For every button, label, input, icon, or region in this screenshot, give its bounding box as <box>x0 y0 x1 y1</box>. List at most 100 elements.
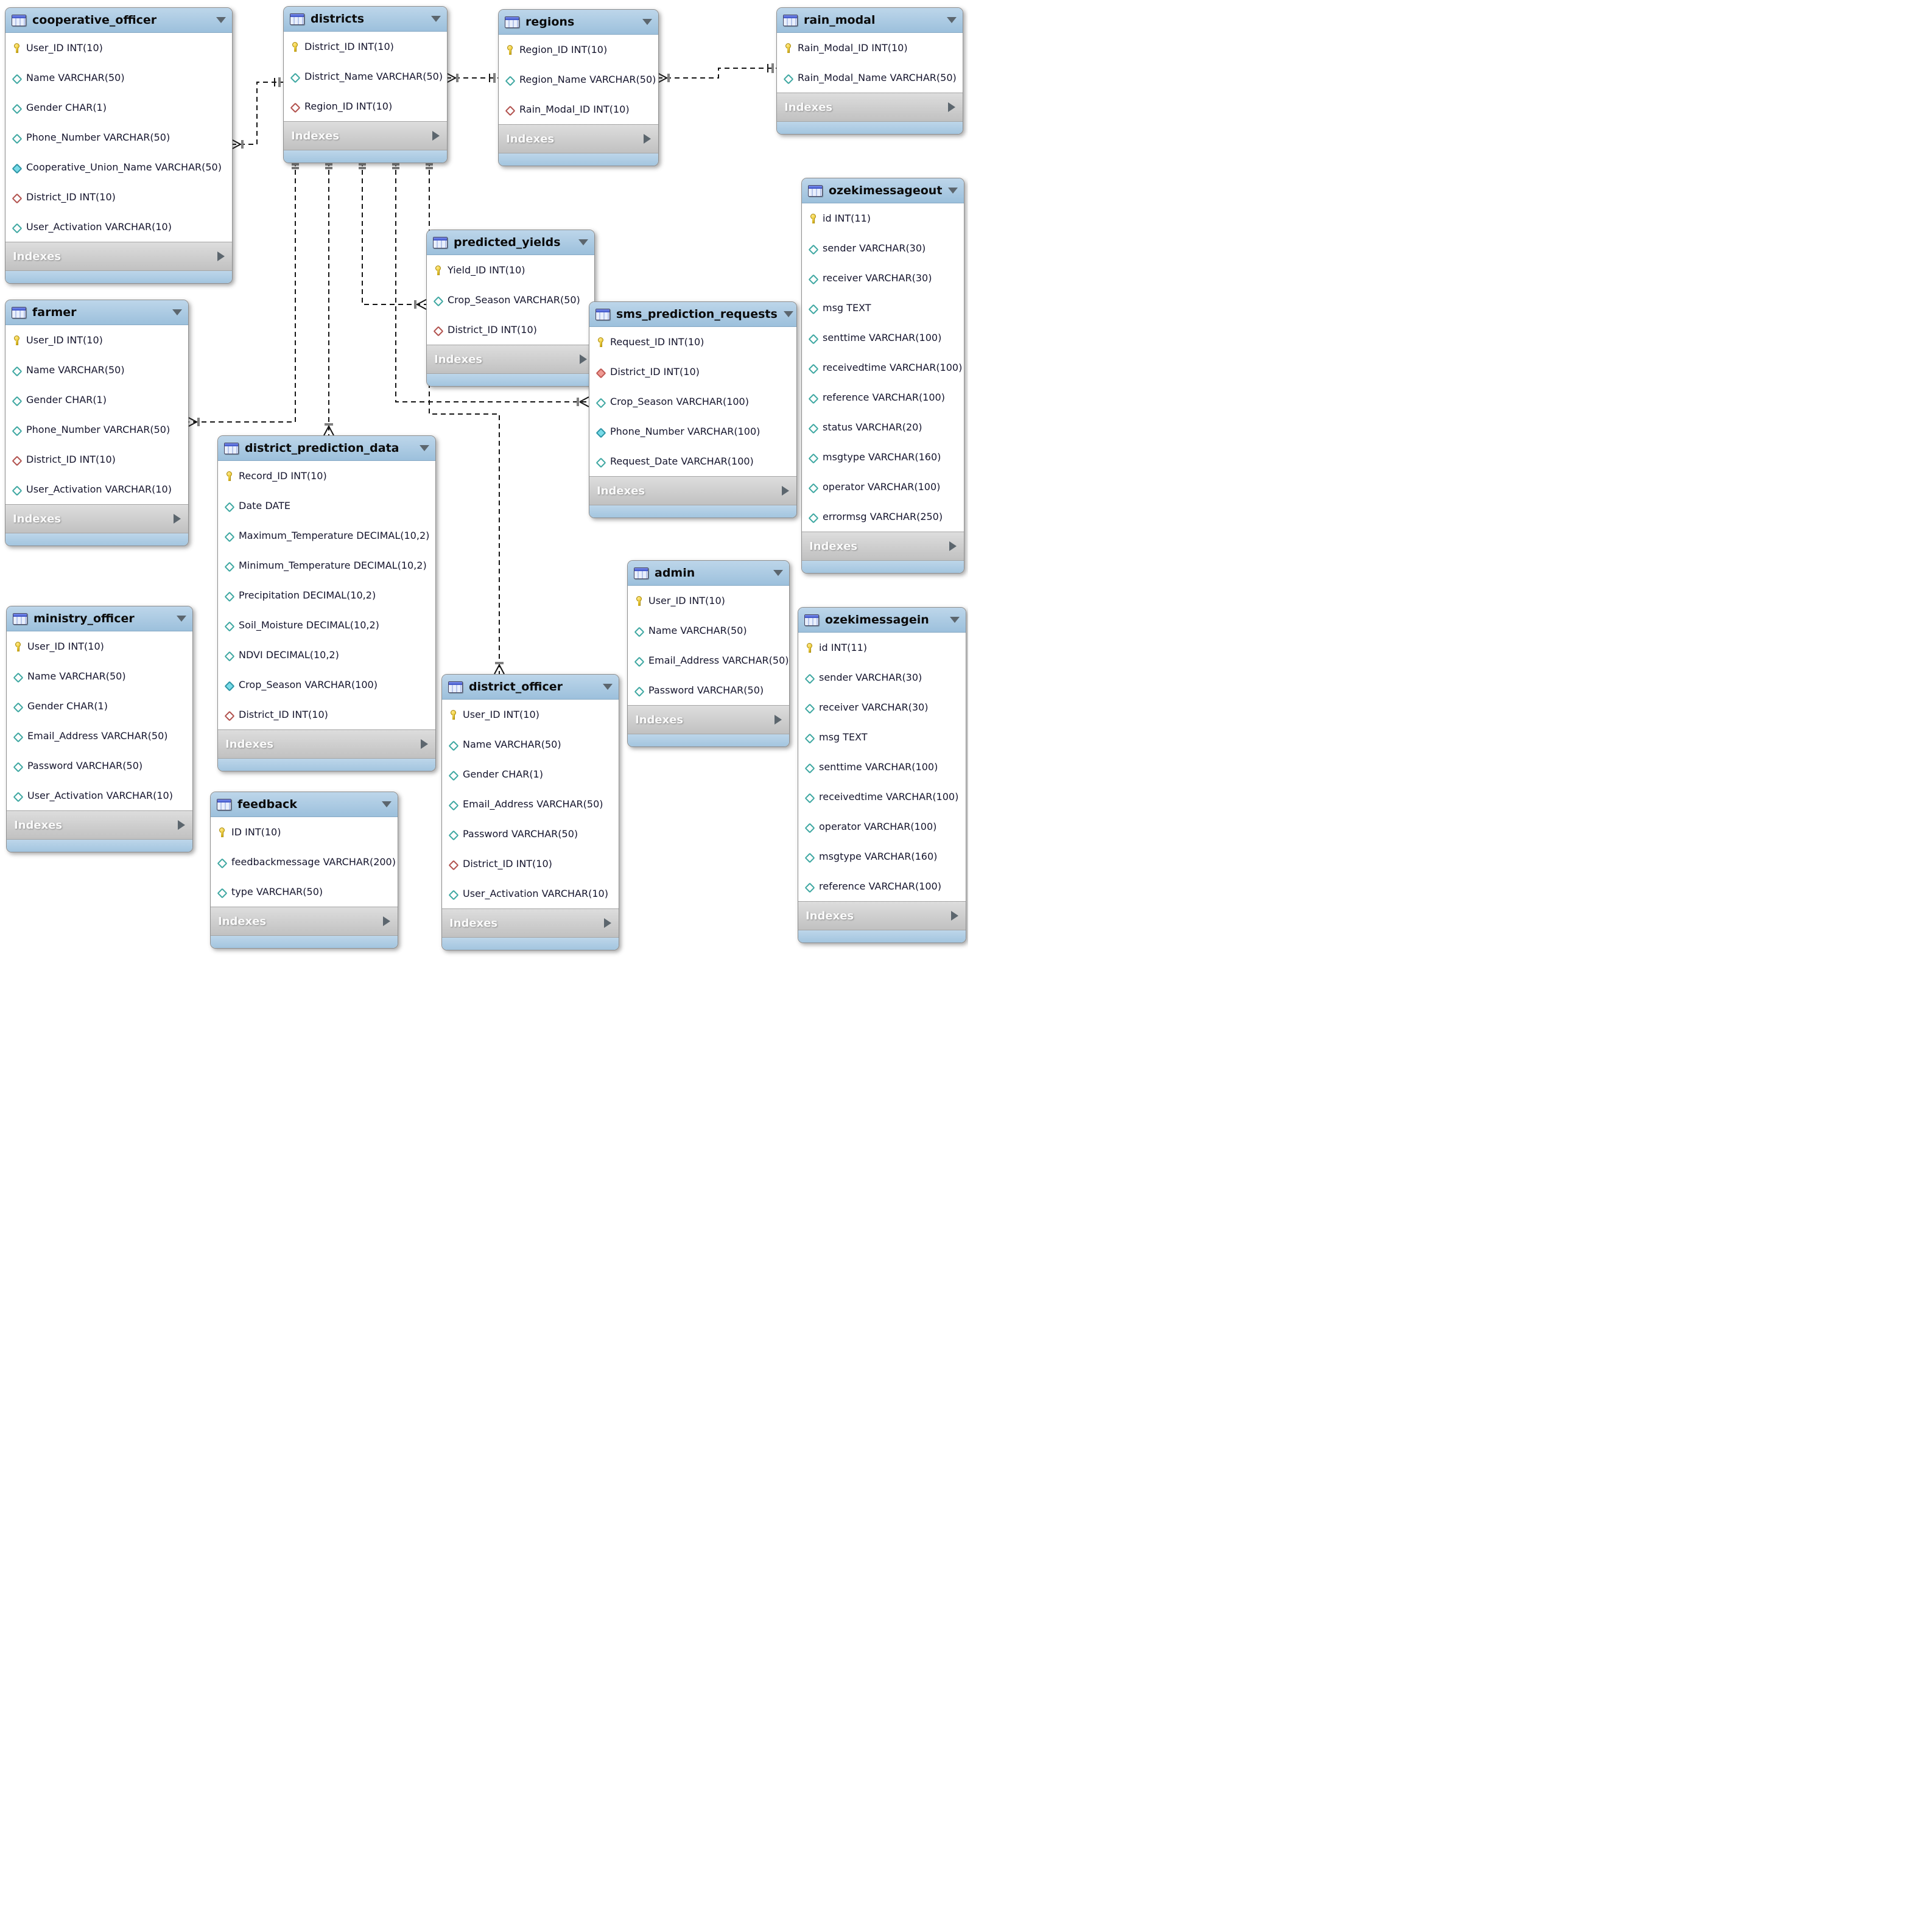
field-row[interactable]: District_ID INT(10) <box>442 849 619 879</box>
table-predicted_yields[interactable]: predicted_yields Yield_ID INT(10) Crop_S… <box>426 230 595 387</box>
table-header[interactable]: admin <box>628 561 789 586</box>
table-header[interactable]: ministry_officer <box>7 606 192 631</box>
field-row[interactable]: Rain_Modal_ID INT(10) <box>499 94 658 124</box>
field-row[interactable]: District_ID INT(10) <box>284 32 447 61</box>
field-row[interactable]: Gender CHAR(1) <box>7 691 192 721</box>
field-row[interactable]: Yield_ID INT(10) <box>427 255 594 285</box>
table-header[interactable]: feedback <box>211 792 398 817</box>
field-row[interactable]: District_Name VARCHAR(50) <box>284 61 447 91</box>
field-row[interactable]: User_ID INT(10) <box>7 631 192 661</box>
field-row[interactable]: Password VARCHAR(50) <box>7 751 192 781</box>
indexes-bar[interactable]: Indexes <box>798 901 966 930</box>
table-header[interactable]: farmer <box>5 300 188 325</box>
field-row[interactable]: receivedtime VARCHAR(100) <box>802 353 964 382</box>
field-row[interactable]: msgtype VARCHAR(160) <box>798 841 966 871</box>
relationship-districts-regions[interactable] <box>446 72 498 83</box>
indexes-bar[interactable]: Indexes <box>777 93 963 122</box>
table-header[interactable]: district_officer <box>442 675 619 700</box>
collapse-arrow-icon[interactable] <box>603 684 613 690</box>
collapse-arrow-icon[interactable] <box>216 17 226 23</box>
field-row[interactable]: sender VARCHAR(30) <box>798 662 966 692</box>
field-row[interactable]: User_ID INT(10) <box>628 586 789 616</box>
table-header[interactable]: districts <box>284 7 447 32</box>
table-header[interactable]: ozekimessagein <box>798 608 966 633</box>
field-row[interactable]: reference VARCHAR(100) <box>802 382 964 412</box>
indexes-bar[interactable]: Indexes <box>628 705 789 734</box>
table-district_officer[interactable]: district_officer User_ID INT(10) Name VA… <box>441 674 619 950</box>
field-row[interactable]: Cooperative_Union_Name VARCHAR(50) <box>5 152 232 182</box>
collapse-arrow-icon[interactable] <box>773 570 783 576</box>
table-rain_modal[interactable]: rain_modal Rain_Modal_ID INT(10) Rain_Mo… <box>776 7 963 135</box>
field-row[interactable]: Gender CHAR(1) <box>5 93 232 122</box>
field-row[interactable]: Region_ID INT(10) <box>499 35 658 65</box>
field-row[interactable]: Gender CHAR(1) <box>442 759 619 789</box>
table-header[interactable]: sms_prediction_requests <box>589 302 796 327</box>
field-row[interactable]: id INT(11) <box>802 203 964 233</box>
field-row[interactable]: operator VARCHAR(100) <box>798 812 966 841</box>
field-row[interactable]: msgtype VARCHAR(160) <box>802 442 964 472</box>
relationship-districts-district_prediction_data[interactable] <box>323 161 334 436</box>
table-districts[interactable]: districts District_ID INT(10) District_N… <box>283 6 448 163</box>
indexes-bar[interactable]: Indexes <box>218 729 435 759</box>
table-ministry_officer[interactable]: ministry_officer User_ID INT(10) Name VA… <box>6 606 193 852</box>
collapse-arrow-icon[interactable] <box>783 311 793 317</box>
collapse-arrow-icon[interactable] <box>948 188 958 194</box>
field-row[interactable]: status VARCHAR(20) <box>802 412 964 442</box>
field-row[interactable]: User_ID INT(10) <box>5 325 188 355</box>
field-row[interactable]: NDVI DECIMAL(10,2) <box>218 640 435 670</box>
collapse-arrow-icon[interactable] <box>947 17 957 23</box>
field-row[interactable]: senttime VARCHAR(100) <box>802 323 964 353</box>
table-feedback[interactable]: feedback ID INT(10) feedbackmessage VARC… <box>210 792 398 949</box>
collapse-arrow-icon[interactable] <box>431 16 441 22</box>
field-row[interactable]: Precipitation DECIMAL(10,2) <box>218 580 435 610</box>
indexes-bar[interactable]: Indexes <box>442 908 619 938</box>
field-row[interactable]: Crop_Season VARCHAR(100) <box>218 670 435 700</box>
field-row[interactable]: Region_ID INT(10) <box>284 91 447 121</box>
field-row[interactable]: Name VARCHAR(50) <box>442 729 619 759</box>
field-row[interactable]: receiver VARCHAR(30) <box>798 692 966 722</box>
table-ozekimessageout[interactable]: ozekimessageout id INT(11) sender VARCHA… <box>801 178 964 574</box>
indexes-bar[interactable]: Indexes <box>5 242 232 271</box>
table-header[interactable]: rain_modal <box>777 8 963 33</box>
field-row[interactable]: Gender CHAR(1) <box>5 385 188 415</box>
table-header[interactable]: cooperative_officer <box>5 8 232 33</box>
table-admin[interactable]: admin User_ID INT(10) Name VARCHAR(50) E… <box>627 560 790 747</box>
field-row[interactable]: Soil_Moisture DECIMAL(10,2) <box>218 610 435 640</box>
table-header[interactable]: ozekimessageout <box>802 178 964 203</box>
field-row[interactable]: sender VARCHAR(30) <box>802 233 964 263</box>
field-row[interactable]: User_Activation VARCHAR(10) <box>7 781 192 810</box>
collapse-arrow-icon[interactable] <box>177 616 186 622</box>
field-row[interactable]: Name VARCHAR(50) <box>628 616 789 645</box>
field-row[interactable]: District_ID INT(10) <box>5 444 188 474</box>
relationship-districts-sms_prediction_requests[interactable] <box>392 161 589 407</box>
field-row[interactable]: Email_Address VARCHAR(50) <box>442 789 619 819</box>
table-header[interactable]: regions <box>499 10 658 35</box>
table-farmer[interactable]: farmer User_ID INT(10) Name VARCHAR(50) … <box>5 300 189 546</box>
field-row[interactable]: Crop_Season VARCHAR(50) <box>427 285 594 315</box>
field-row[interactable]: id INT(11) <box>798 633 966 662</box>
indexes-bar[interactable]: Indexes <box>499 124 658 153</box>
field-row[interactable]: Name VARCHAR(50) <box>7 661 192 691</box>
indexes-bar[interactable]: Indexes <box>284 121 447 150</box>
field-row[interactable]: District_ID INT(10) <box>5 182 232 212</box>
field-row[interactable]: Phone_Number VARCHAR(100) <box>589 416 796 446</box>
field-row[interactable]: Maximum_Temperature DECIMAL(10,2) <box>218 521 435 550</box>
field-row[interactable]: Email_Address VARCHAR(50) <box>628 645 789 675</box>
field-row[interactable]: Record_ID INT(10) <box>218 461 435 491</box>
field-row[interactable]: msg TEXT <box>802 293 964 323</box>
field-row[interactable]: reference VARCHAR(100) <box>798 871 966 901</box>
field-row[interactable]: User_ID INT(10) <box>442 700 619 729</box>
field-row[interactable]: Rain_Modal_ID INT(10) <box>777 33 963 63</box>
field-row[interactable]: Date DATE <box>218 491 435 521</box>
collapse-arrow-icon[interactable] <box>950 617 960 623</box>
field-row[interactable]: receivedtime VARCHAR(100) <box>798 782 966 812</box>
field-row[interactable]: Phone_Number VARCHAR(50) <box>5 122 232 152</box>
indexes-bar[interactable]: Indexes <box>427 345 594 374</box>
field-row[interactable]: Minimum_Temperature DECIMAL(10,2) <box>218 550 435 580</box>
collapse-arrow-icon[interactable] <box>578 239 588 245</box>
table-district_prediction_data[interactable]: district_prediction_data Record_ID INT(1… <box>217 435 436 771</box>
collapse-arrow-icon[interactable] <box>642 19 652 25</box>
relationship-districts-district_officer[interactable] <box>426 161 505 675</box>
field-row[interactable]: operator VARCHAR(100) <box>802 472 964 502</box>
field-row[interactable]: Password VARCHAR(50) <box>628 675 789 705</box>
